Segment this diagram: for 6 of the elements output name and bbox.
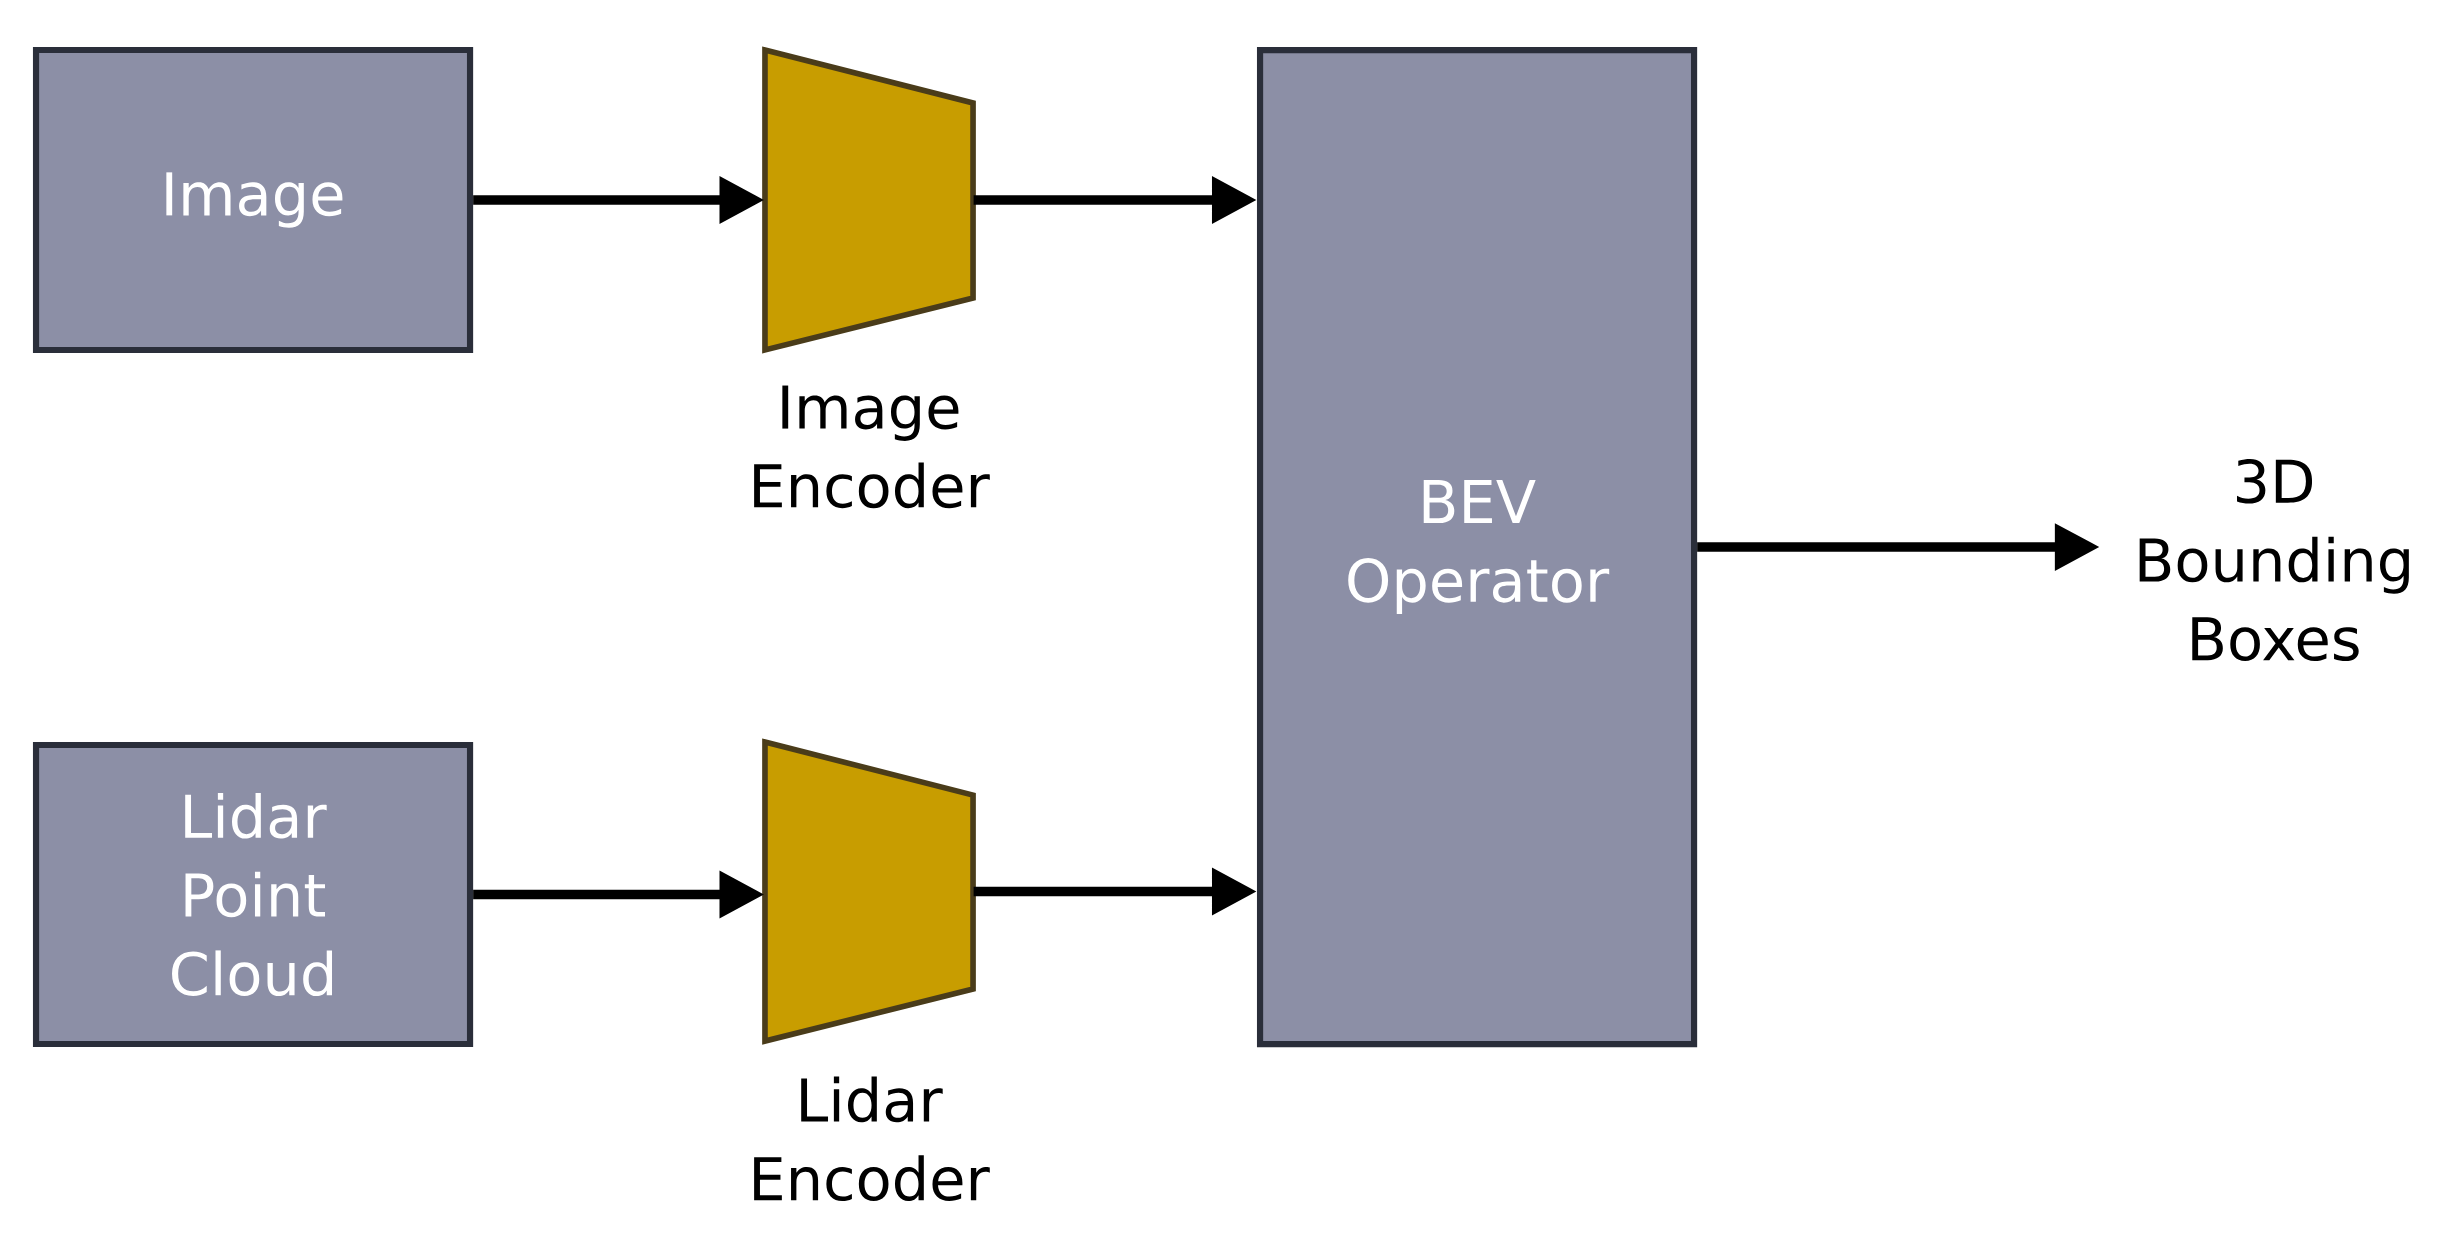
process-box: Image — [32, 46, 474, 354]
process-box: Lidar Point Cloud — [32, 741, 474, 1048]
encoder-label: Lidar Encoder — [754, 1076, 990, 1201]
output-label: 3D Bounding Boxes — [2139, 458, 2409, 662]
encoder-label: Image Encoder — [754, 385, 990, 509]
process-box: BEV Operator — [1256, 46, 1698, 1048]
